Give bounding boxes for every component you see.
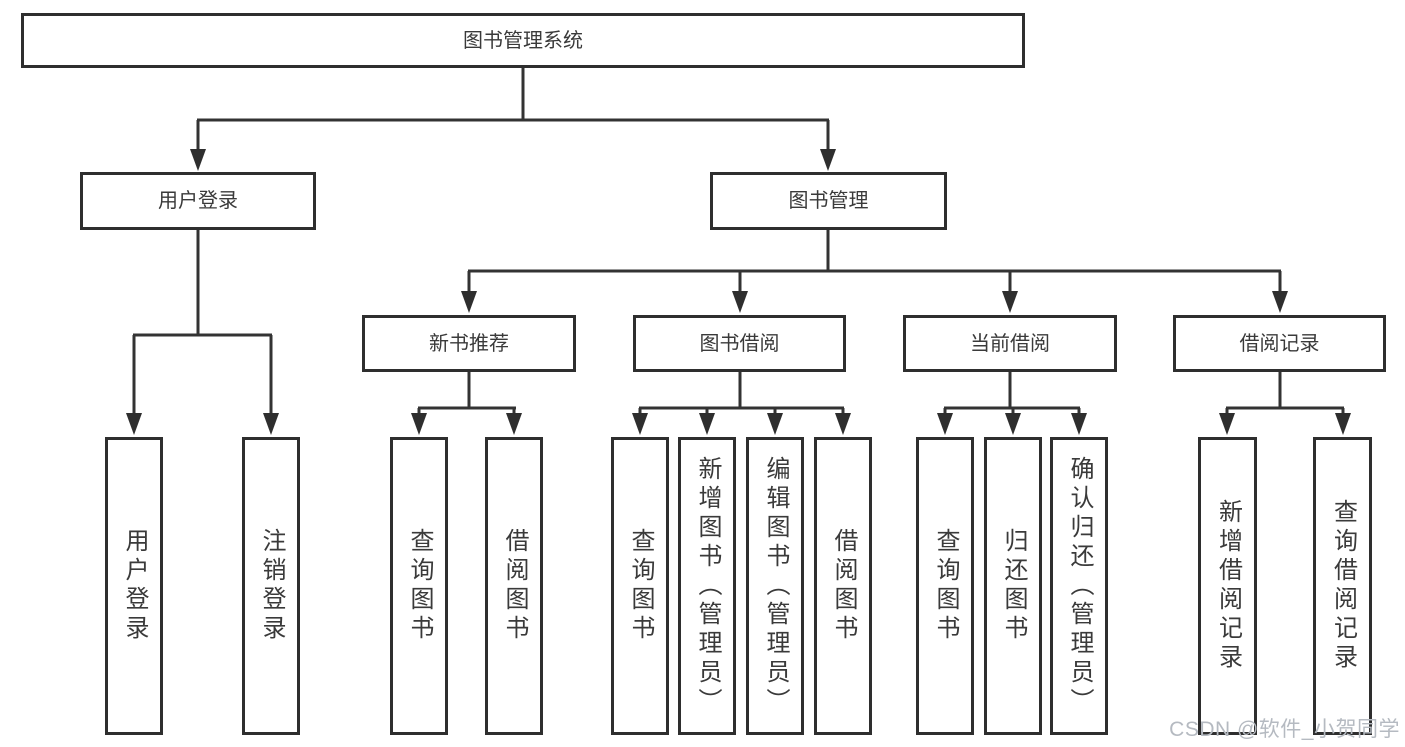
connector-book-management [467,230,1282,295]
connector-new-book-recommend [417,372,516,417]
leaf-borrow-books-recommend: 借阅图书 [485,437,543,735]
connector-book-borrow [638,372,845,417]
leaf-query-books-borrow: 查询图书 [611,437,669,735]
node-book-borrow: 图书借阅 [633,315,846,372]
leaf-return-books: 归还图书 [984,437,1042,735]
leaf-confirm-return-admin: 确认归还（管理员） [1050,437,1108,735]
node-root: 图书管理系统 [21,13,1025,68]
leaf-user-login: 用户登录 [105,437,163,735]
node-new-book-recommend: 新书推荐 [362,315,576,372]
node-borrow-records: 借阅记录 [1173,315,1386,372]
leaf-logout: 注销登录 [242,437,300,735]
watermark-text: CSDN @软件_小贺同学 [1169,718,1400,741]
node-book-management: 图书管理 [710,172,947,230]
connector-borrow-records [1225,372,1345,417]
leaf-borrow-books: 借阅图书 [814,437,872,735]
leaf-add-borrow-record: 新增借阅记录 [1198,437,1257,735]
node-current-borrow: 当前借阅 [903,315,1117,372]
leaf-query-books-recommend: 查询图书 [390,437,448,735]
arrowheads [126,149,1351,435]
leaf-query-borrow-record: 查询借阅记录 [1313,437,1372,735]
leaf-query-books-current: 查询图书 [916,437,974,735]
connector-root [196,68,830,152]
leaf-add-books-admin: 新增图书（管理员） [678,437,736,735]
connector-user-login [132,230,273,417]
connector-current-borrow [943,372,1081,417]
node-user-login: 用户登录 [80,172,316,230]
leaf-edit-books-admin: 编辑图书（管理员） [746,437,804,735]
